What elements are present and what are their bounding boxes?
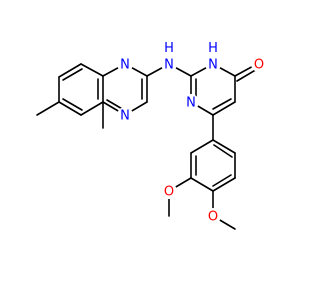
bond — [62, 98, 83, 111]
carbonyl-o-label: O — [254, 58, 264, 73]
bonds — [36, 63, 260, 230]
pyrimidine-n-label: N — [186, 96, 196, 111]
pyrimidine-nh-label: N — [208, 58, 218, 73]
amine-h-label: H — [164, 41, 174, 56]
bond — [80, 63, 104, 77]
bond — [213, 144, 233, 158]
bond — [212, 98, 232, 110]
bond — [212, 174, 232, 187]
molecule-structure-diagram: N N N H N H N O O O — [36, 40, 267, 230]
methoxy-o1-label: O — [164, 185, 174, 200]
bond — [58, 63, 82, 78]
bond — [190, 177, 214, 192]
bond — [212, 139, 236, 154]
amine-nh-label: N — [164, 58, 174, 73]
bond — [62, 68, 83, 81]
bond — [212, 101, 236, 116]
atom-labels: N N N H N H N O O O — [117, 40, 267, 225]
bond — [80, 101, 104, 116]
pyrimidine-h-label: H — [208, 41, 218, 56]
bond — [212, 177, 236, 192]
quinazoline-n1-label: N — [120, 58, 130, 73]
bond — [58, 101, 82, 116]
quinazoline-n3-label: N — [120, 109, 130, 124]
methoxy-o2-label: O — [208, 210, 218, 225]
bond — [190, 139, 214, 154]
bond — [36, 101, 60, 116]
